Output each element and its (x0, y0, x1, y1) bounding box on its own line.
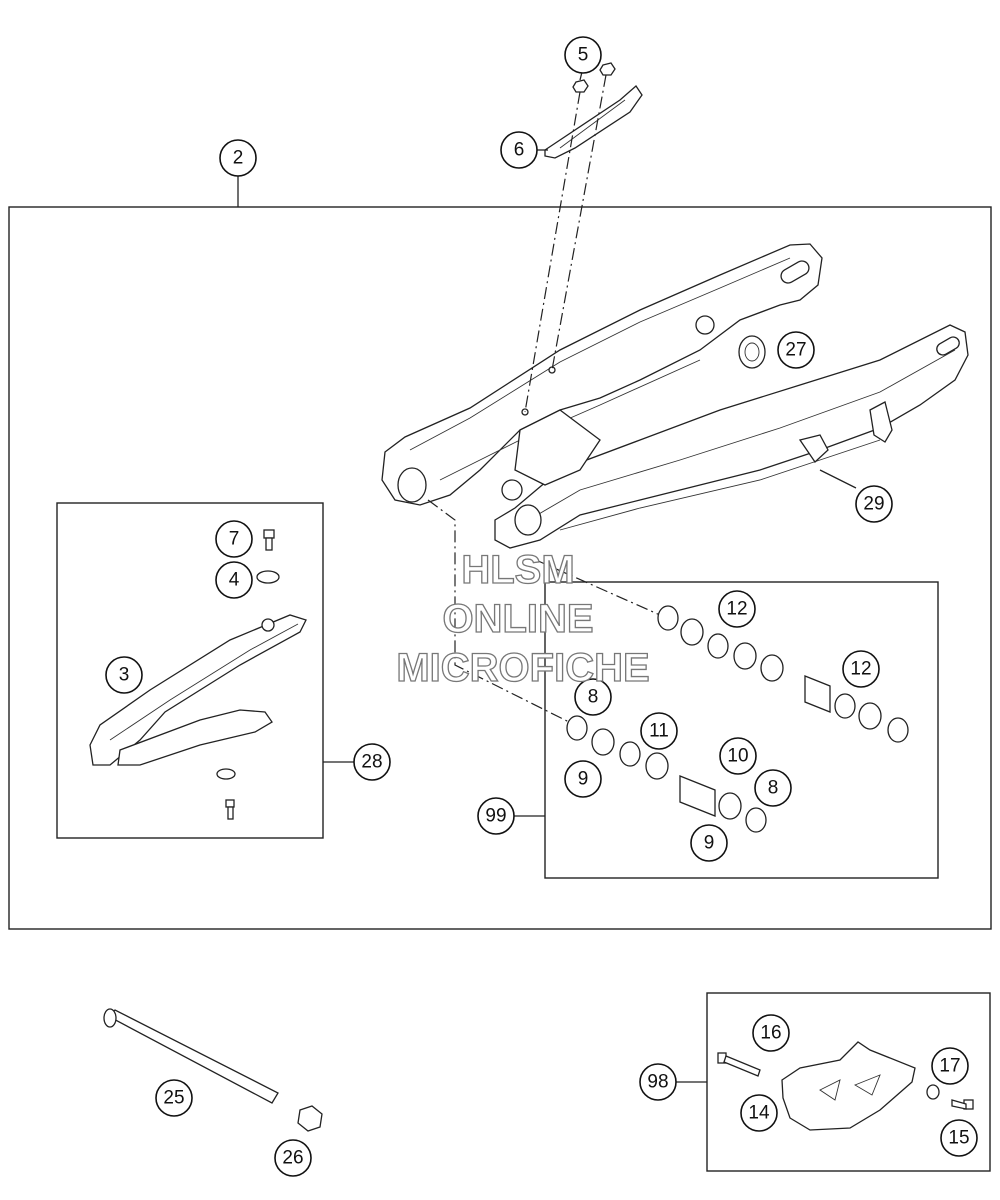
svg-text:98: 98 (647, 1072, 668, 1093)
grommet (738, 335, 766, 369)
svg-text:2: 2 (233, 148, 244, 169)
washer (216, 768, 236, 780)
svg-text:11: 11 (649, 721, 669, 742)
svg-text:12: 12 (850, 659, 871, 680)
svg-text:5: 5 (578, 45, 589, 66)
callout-2: 2 (219, 139, 257, 177)
svg-text:29: 29 (863, 494, 884, 515)
callout-28: 28 (353, 743, 391, 781)
swingarm (381, 243, 969, 549)
svg-text:HLSM: HLSM (461, 548, 574, 592)
svg-text:9: 9 (578, 769, 589, 790)
callout-5: 5 (564, 36, 602, 74)
callout-26: 26 (274, 1139, 312, 1177)
chain-slider (89, 614, 307, 766)
callout-98: 98 (639, 1063, 677, 1101)
chain-slider-kit-box (56, 502, 324, 839)
callout-10: 10 (719, 737, 757, 775)
callout-17: 17 (931, 1047, 969, 1085)
svg-text:27: 27 (785, 340, 806, 361)
svg-text:16: 16 (760, 1023, 781, 1044)
chain-guide (781, 1041, 916, 1131)
callout-16: 16 (752, 1014, 790, 1052)
bolt (263, 529, 275, 551)
pivot-line-upper (535, 559, 661, 616)
swingarm-axle (103, 1008, 279, 1104)
svg-text:99: 99 (485, 806, 506, 827)
nut (572, 62, 616, 93)
callout-29: 29 (855, 485, 893, 523)
svg-text:25: 25 (163, 1088, 184, 1109)
svg-text:MICROFICHE: MICROFICHE (396, 646, 649, 690)
callout-25: 25 (155, 1079, 193, 1117)
bolt (717, 1052, 761, 1077)
washer (926, 1084, 940, 1100)
guide-mount-line (551, 74, 607, 371)
callout-9: 9 (564, 760, 602, 798)
bearing-part (566, 715, 767, 833)
leader-line (819, 469, 857, 489)
svg-text:9: 9 (704, 833, 715, 854)
svg-text:4: 4 (229, 570, 240, 591)
callout-8: 8 (754, 769, 792, 807)
callout-12: 12 (718, 590, 756, 628)
svg-text:28: 28 (361, 752, 382, 773)
svg-text:6: 6 (514, 140, 525, 161)
svg-text:15: 15 (948, 1128, 969, 1149)
svg-text:7: 7 (229, 529, 240, 550)
svg-text:ONLINE: ONLINE (442, 597, 593, 641)
callout-6: 6 (500, 131, 538, 169)
bearing-part (657, 605, 909, 743)
callout-8: 8 (574, 678, 612, 716)
callout-7: 7 (215, 520, 253, 558)
svg-text:14: 14 (748, 1103, 770, 1124)
swingarm-assembly-box (8, 206, 992, 930)
callout-27: 27 (777, 331, 815, 369)
callout-99: 99 (477, 797, 515, 835)
callout-9: 9 (690, 824, 728, 862)
callout-3: 3 (105, 656, 143, 694)
callout-4: 4 (215, 561, 253, 599)
bolt (951, 1099, 974, 1110)
bolt (225, 799, 235, 820)
svg-text:8: 8 (768, 778, 779, 799)
callout-14: 14 (740, 1094, 778, 1132)
axle-nut (297, 1105, 323, 1132)
svg-text:26: 26 (282, 1148, 303, 1169)
svg-text:10: 10 (727, 746, 748, 767)
svg-text:12: 12 (726, 599, 747, 620)
pivot-line-lower (427, 499, 576, 726)
svg-text:17: 17 (939, 1056, 960, 1077)
bearing-kit-box (544, 581, 939, 879)
guide-mount-line (524, 91, 581, 413)
callout-12: 12 (842, 650, 880, 688)
upper-chain-guide (544, 85, 643, 159)
svg-text:8: 8 (588, 687, 599, 708)
watermark: HLSM ONLINE MICROFICHE (396, 547, 651, 690)
svg-text:3: 3 (119, 665, 130, 686)
washer (256, 570, 280, 584)
callout-15: 15 (940, 1119, 978, 1157)
callout-11: 11 (640, 712, 678, 750)
